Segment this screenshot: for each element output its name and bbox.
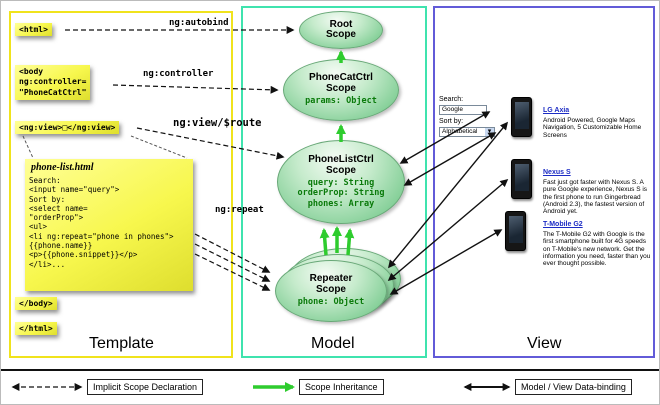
repeater-scope-name: Repeater Scope (309, 273, 353, 295)
phone-listing-lg-axia: LG Axia Android Powered, Google Maps Nav… (543, 99, 653, 139)
phone-listing-tmobile-g2: T-Mobile G2 The T-Mobile G2 with Google … (543, 213, 653, 268)
phone-image-tmobile-g2 (505, 211, 526, 251)
model-section-label: Model (311, 335, 355, 352)
body-open-tag: <body ng:controller= "PhoneCatCtrl" (15, 65, 91, 101)
root-scope-ellipse: Root Scope (299, 11, 383, 49)
legend-data-binding: Model / View Data-binding (515, 379, 632, 395)
sort-select-value: Alphabetical (442, 128, 478, 135)
phonecat-scope-name: PhoneCatCtrl Scope (309, 72, 373, 94)
phone-description-nexus-s: Fast just got faster with Nexus S. A pur… (543, 179, 648, 216)
legend-separator (1, 369, 659, 371)
search-input[interactable]: Google (439, 105, 487, 115)
phonelist-scope-ellipse: PhoneListCtrl Scope query: String orderP… (277, 140, 405, 224)
dropdown-arrow-icon: ▾ (485, 128, 494, 136)
sort-select[interactable]: Alphabetical ▾ (439, 127, 495, 137)
phone-list-code: Search: <input name="query"> Sort by: <s… (29, 176, 174, 269)
body-close-tag: </body> (15, 297, 57, 310)
view-section-label: View (527, 335, 562, 352)
sort-label: Sort by: (439, 118, 464, 125)
ng-view-tag: <ng:view>□</ng:view> (15, 121, 120, 134)
phone-list-title: phone-list.html (31, 162, 94, 173)
phone-link-lg-axia[interactable]: LG Axia (543, 107, 570, 114)
phone-screen (515, 102, 529, 129)
phone-link-nexus-s[interactable]: Nexus S (543, 169, 571, 176)
repeater-scope-front: Repeater Scope phone: Object (275, 260, 387, 322)
phone-screen (515, 164, 529, 191)
ng-autobind-label: ng:autobind (169, 18, 229, 28)
phone-list-template-box: phone-list.html Search: <input name="que… (25, 159, 193, 291)
search-input-value: Google (442, 106, 463, 113)
root-scope-name: Root Scope (325, 18, 356, 40)
html-open-tag: <html> (15, 23, 52, 36)
phone-description-lg-axia: Android Powered, Google Maps Navigation,… (543, 117, 642, 139)
ng-controller-label: ng:controller (143, 69, 214, 79)
phone-description-tmobile-g2: The T-Mobile G2 with Google is the first… (543, 231, 651, 268)
ng-view-route-label: ng:view/$route (173, 117, 262, 129)
phone-listing-nexus-s: Nexus S Fast just got faster with Nexus … (543, 161, 653, 216)
legend-implicit-scope: Implicit Scope Declaration (87, 379, 204, 395)
repeater-scope-props: phone: Object (297, 297, 365, 308)
phone-image-lg-axia (511, 97, 532, 137)
search-label: Search: (439, 96, 464, 103)
template-panel (9, 11, 233, 358)
phonecat-scope-ellipse: PhoneCatCtrl Scope params: Object (283, 59, 399, 121)
template-section-label: Template (89, 335, 154, 352)
phone-screen (509, 216, 523, 243)
html-close-tag: </html> (15, 322, 57, 335)
phone-image-nexus-s (511, 159, 532, 199)
phonelist-scope-name: PhoneListCtrl Scope (308, 154, 374, 176)
phonecat-scope-props: params: Object (305, 96, 377, 107)
phonelist-scope-props: query: String orderProp: String phones: … (297, 178, 385, 209)
legend-scope-inheritance: Scope Inheritance (299, 379, 384, 395)
ng-repeat-label: ng:repeat (215, 205, 264, 215)
phone-link-tmobile-g2[interactable]: T-Mobile G2 (543, 221, 583, 228)
